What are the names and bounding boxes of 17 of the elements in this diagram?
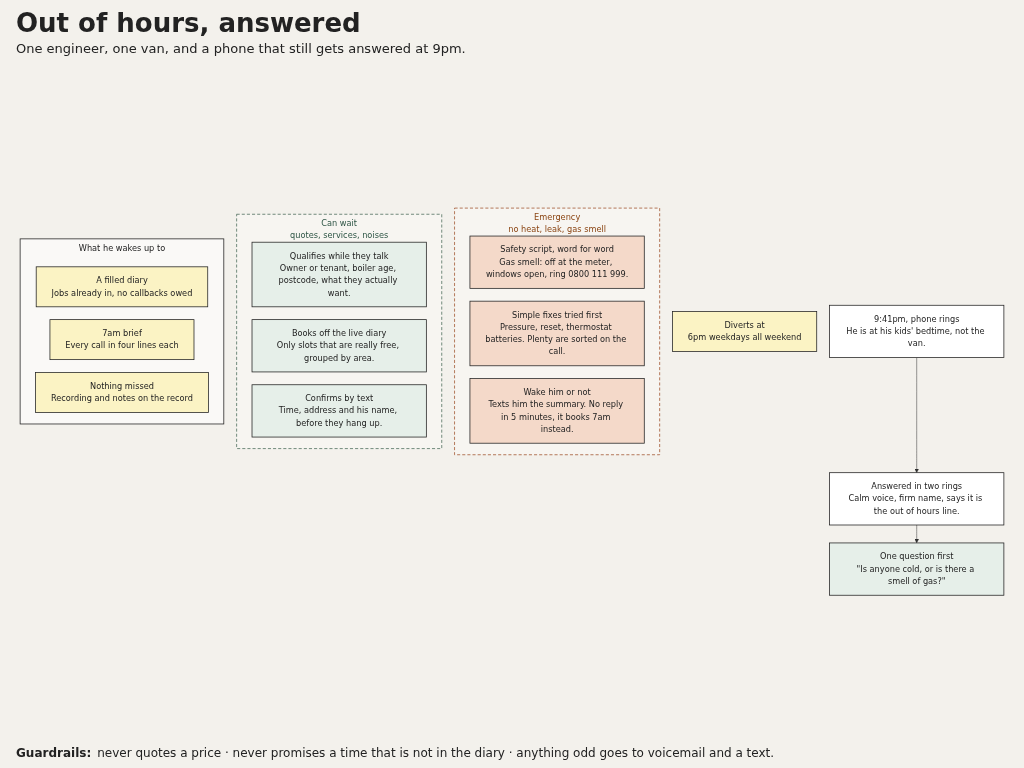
subtitle: One engineer, one van, and a phone that still gets answered at 9pm. (16, 41, 466, 56)
node-box: Safety script, word for word Gas smell: off at the meter, windows open, ring 0800 111 999. (469, 235, 645, 289)
guardrails-note: never quotes a price · never promises a time that is not in the diary · anything odd goes to voicemail and a text. (97, 746, 775, 760)
node-box: Diverts at 6pm weekdays all weekend (672, 310, 818, 352)
node-box: Wake him or not Texts him the summary. No reply in 5 minutes, it books 7am instead. (469, 378, 645, 444)
node-box: Answered in two rings Calm voice, firm name, says it is the out of hours line. (829, 472, 1005, 526)
node-box: A filled diary Jobs already in, no callbacks owed (35, 266, 209, 308)
node-box: Confirms by text Time, address and his name, before they hang up. (251, 384, 427, 438)
node-box: 7am brief Every call in four lines each (49, 319, 195, 360)
node-box: 9:41pm, phone rings He is at his kids' bedtime, not the van. (829, 304, 1005, 358)
node-box: Simple fixes tried first Pressure, reset, thermostat batteries. Plenty are sorted on the call. (469, 300, 645, 366)
node-box: Qualifies while they talk Owner or tenant, boiler age, postcode, what they actually want. (251, 241, 427, 308)
node-box: One question first "Is anyone cold, or is there a smell of gas?" (829, 542, 1005, 596)
node-box: Books off the live diary Only slots that are really free, grouped by area. (251, 319, 427, 373)
node-box: Nothing missed Recording and notes on the record (35, 371, 209, 413)
guardrails-heading: Guardrails: (16, 746, 92, 760)
title: Out of hours, answered (16, 8, 361, 38)
